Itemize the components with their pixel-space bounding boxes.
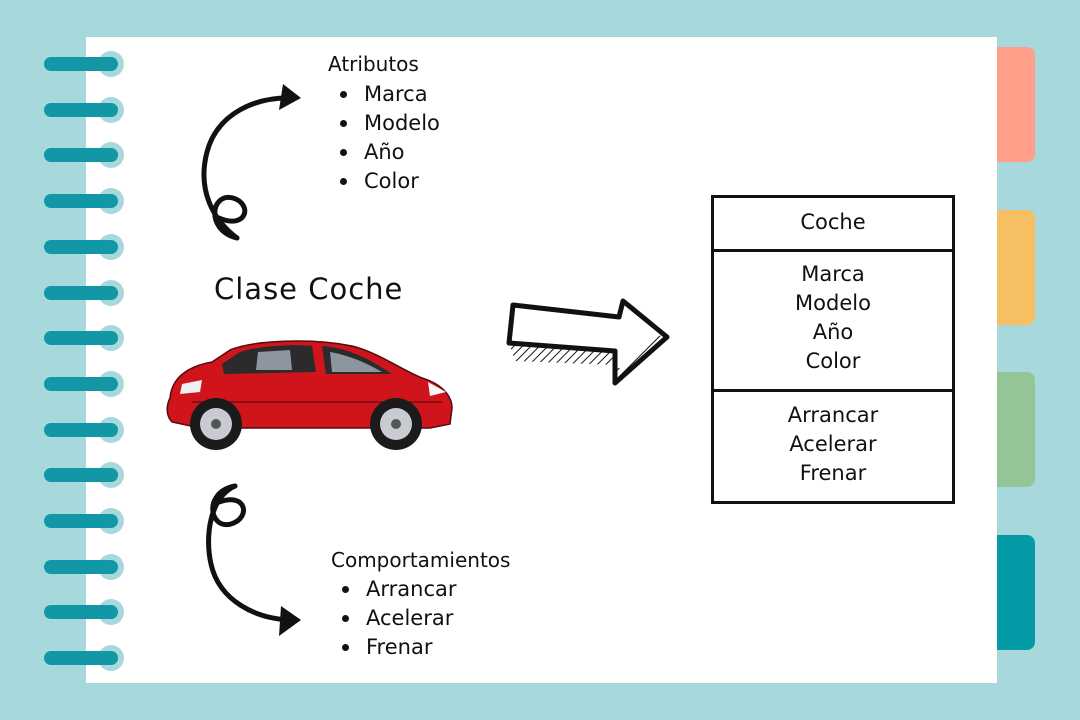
uml-method: Acelerar xyxy=(789,432,877,456)
ring-wire xyxy=(44,376,118,391)
curly-arrow-down-right-icon xyxy=(206,483,301,636)
ring-wire xyxy=(44,57,118,71)
list-item: Color xyxy=(340,167,440,196)
list-item: Modelo xyxy=(340,109,440,138)
uml-attribute: Marca xyxy=(801,262,865,286)
ring-wire xyxy=(44,651,118,666)
uml-class-box: Coche Marca Modelo Año Color Arrancar Ac… xyxy=(711,195,955,504)
behaviors-heading: Comportamientos xyxy=(331,548,511,572)
ring-wire xyxy=(44,559,118,574)
ring-wire xyxy=(44,468,118,483)
uml-class-name: Coche xyxy=(800,210,866,234)
spiral-ring xyxy=(44,370,126,397)
behaviors-list: Arrancar Acelerar Frenar xyxy=(342,575,457,662)
ring-wire xyxy=(44,331,118,346)
spiral-ring xyxy=(44,188,126,215)
spiral-ring xyxy=(44,462,126,489)
spiral-ring xyxy=(44,599,126,626)
ring-wire xyxy=(44,102,118,117)
uml-method: Frenar xyxy=(799,461,867,485)
spiral-ring xyxy=(44,645,126,672)
curly-arrow-up-right-icon xyxy=(201,84,301,241)
uml-attribute: Color xyxy=(805,349,861,373)
list-item: Frenar xyxy=(342,633,457,662)
uml-method: Arrancar xyxy=(787,403,879,427)
spiral-ring xyxy=(44,279,126,306)
spiral-ring xyxy=(44,233,126,260)
spiral-binding xyxy=(0,0,140,720)
list-item: Año xyxy=(340,138,440,167)
attributes-heading: Atributos xyxy=(328,52,419,76)
spiral-ring xyxy=(44,142,126,169)
attributes-list: Marca Modelo Año Color xyxy=(340,80,440,196)
ring-wire xyxy=(44,514,118,528)
ring-wire xyxy=(44,605,118,620)
uml-divider xyxy=(714,249,952,252)
spiral-ring xyxy=(44,416,126,443)
spiral-ring xyxy=(44,508,126,534)
red-car-icon xyxy=(166,340,453,450)
uml-attribute: Modelo xyxy=(795,291,871,315)
spiral-ring xyxy=(44,325,126,352)
ring-wire xyxy=(44,194,118,209)
uml-divider xyxy=(714,389,952,392)
uml-attribute: Año xyxy=(812,320,854,344)
uml-class-name-section: Coche xyxy=(714,208,952,237)
ring-wire xyxy=(44,239,118,254)
uml-methods-section: Arrancar Acelerar Frenar xyxy=(714,401,952,488)
list-item: Arrancar xyxy=(342,575,457,604)
spiral-ring xyxy=(44,51,126,77)
block-arrow-right-icon xyxy=(506,298,670,386)
ring-wire xyxy=(44,422,118,437)
list-item: Marca xyxy=(340,80,440,109)
ring-wire xyxy=(44,285,118,300)
ring-wire xyxy=(44,148,118,163)
spiral-ring xyxy=(44,553,126,580)
uml-attributes-section: Marca Modelo Año Color xyxy=(714,260,952,376)
spiral-ring xyxy=(44,96,126,123)
list-item: Acelerar xyxy=(342,604,457,633)
class-title: Clase Coche xyxy=(214,272,404,306)
